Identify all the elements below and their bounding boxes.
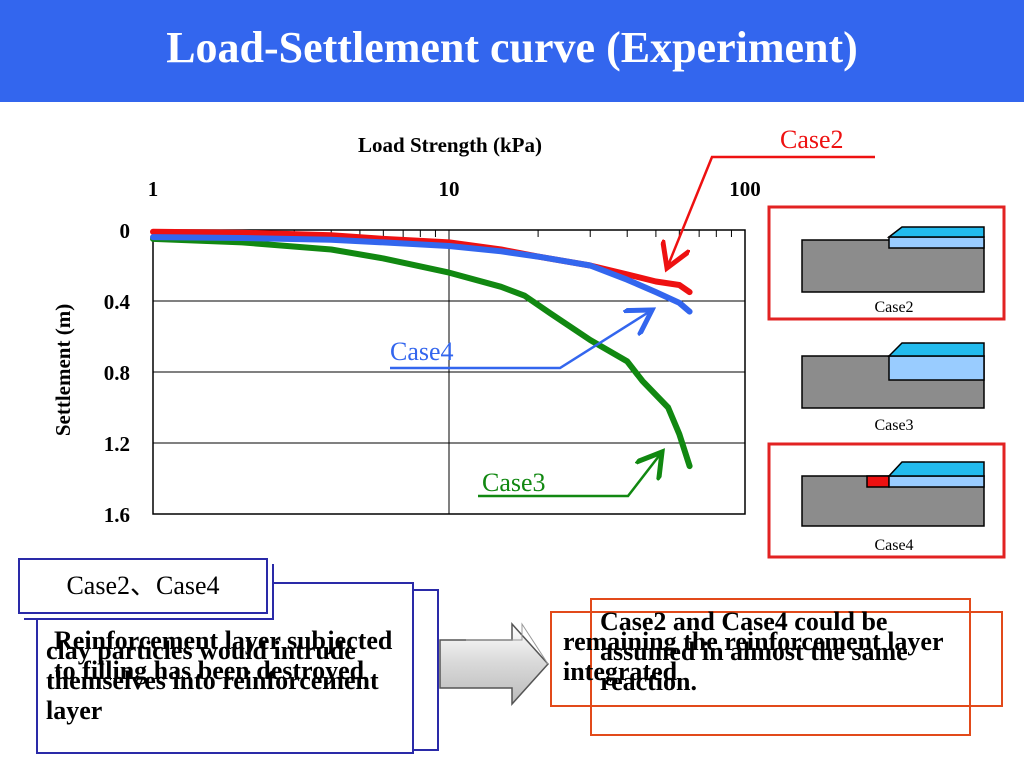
case-diagrams: Case2 Case3 Case4 bbox=[767, 205, 1006, 559]
y-axis-label: Settlement (m) bbox=[51, 304, 75, 436]
x-tick-label: 100 bbox=[729, 177, 761, 201]
diagram-case2-frame bbox=[767, 205, 1006, 321]
load-settlement-chart: Load Strength (kPa) Settlement (m) 00.40… bbox=[51, 133, 761, 527]
annotation-case4-arrow bbox=[390, 310, 652, 370]
y-tick-label: 0 bbox=[120, 219, 131, 243]
x-axis-label: Load Strength (kPa) bbox=[358, 133, 542, 157]
diagram-case3-reinforcement bbox=[888, 355, 985, 381]
series-line-case4 bbox=[150, 234, 693, 315]
left-panel-text-back: clay particles would intrude themselves … bbox=[46, 636, 379, 725]
right-panel-text-back: remaining the reinforcement layer integr… bbox=[563, 627, 944, 686]
left-panel-text-front: Reinforcement layer subjected to filling… bbox=[54, 626, 393, 685]
diagram-case4-clay bbox=[866, 475, 890, 488]
diagram-case4-reinforcement bbox=[888, 475, 985, 488]
right-panel-back-frame bbox=[550, 611, 1003, 707]
diagram-case2-label: Case2 bbox=[874, 299, 913, 316]
diagram-case2-reinforcement bbox=[888, 236, 985, 249]
series bbox=[150, 228, 693, 470]
diagram-case4: Case4 bbox=[767, 442, 1006, 559]
x-tick-label: 10 bbox=[439, 177, 460, 201]
annotation-case4: Case4 bbox=[390, 337, 454, 366]
y-tick-label: 0.4 bbox=[104, 290, 131, 314]
right-arrow-icon bbox=[439, 622, 550, 706]
diagram-case2-fill bbox=[886, 226, 985, 238]
annotation-case2-arrow bbox=[667, 155, 875, 268]
y-tick-label: 0.8 bbox=[104, 361, 130, 385]
diagram-case3-fill bbox=[887, 342, 985, 357]
title-bar bbox=[0, 0, 1024, 102]
y-tick-label: 1.6 bbox=[104, 503, 130, 527]
right-panel-front-frame bbox=[590, 598, 971, 736]
y-tick-label: 1.2 bbox=[104, 432, 130, 456]
diagram-case3-label: Case3 bbox=[874, 417, 913, 434]
left-panel-heading: Case2、Case4 bbox=[18, 558, 268, 614]
diagram-case3: Case3 bbox=[801, 342, 985, 434]
diagram-case4-fill bbox=[887, 461, 985, 477]
x-tick-label: 1 bbox=[148, 177, 159, 201]
slide-title: Load-Settlement curve (Experiment) bbox=[166, 23, 858, 72]
annotation-case3-arrow bbox=[478, 452, 662, 498]
annotation-case3: Case3 bbox=[482, 468, 546, 497]
grid bbox=[152, 229, 746, 515]
ticks: 0 0.4 0.8 1.2 1.6 1 10 100 bbox=[104, 177, 761, 527]
diagram-case4-frame bbox=[767, 442, 1006, 559]
right-panel-text-front: Case2 and Case4 could be assumed in almo… bbox=[600, 607, 908, 696]
diagram-case2: Case2 bbox=[767, 205, 1006, 321]
series-line-case3 bbox=[150, 235, 693, 470]
diagram-case4-label: Case4 bbox=[874, 537, 913, 554]
annotation-case2: Case2 bbox=[780, 125, 844, 154]
